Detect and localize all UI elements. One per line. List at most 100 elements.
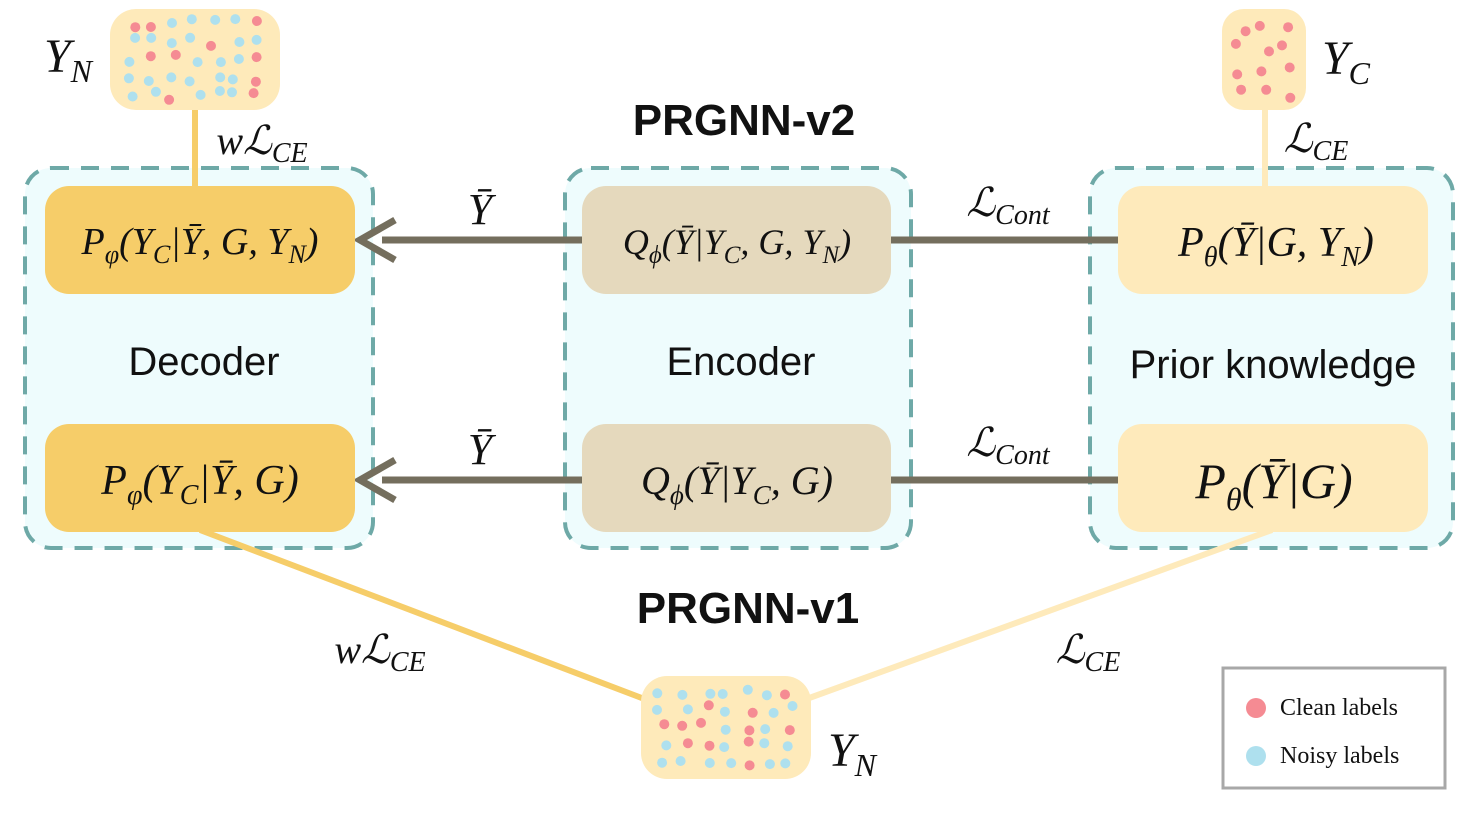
prior-node-v1 <box>1118 424 1428 532</box>
prior-node-v2 <box>1118 186 1428 294</box>
noisy-label-dot <box>652 688 663 699</box>
ybar-label-v2: Ȳ <box>468 185 497 234</box>
clean-label-dot <box>704 740 715 751</box>
lcont-label-v1: ℒCont <box>966 420 1050 471</box>
arrowhead-v2 <box>352 216 397 264</box>
noisy-label-dot <box>720 724 731 735</box>
noisy-label-dot <box>167 18 177 28</box>
noisy-label-dot <box>210 14 221 25</box>
clean-label-dot <box>251 16 262 26</box>
clean-label-dot <box>677 720 688 731</box>
noisy-label-dot <box>195 89 206 100</box>
noisy-label-dot <box>184 76 195 87</box>
noisy-label-dot <box>215 72 226 83</box>
noisy-labels-cloud-top <box>110 9 280 110</box>
yc-label-top: YC <box>1322 32 1371 91</box>
noisy-label-dot <box>251 34 262 45</box>
decoder-formula-v2: Pφ(YC|Ȳ, G, YN) <box>81 221 319 269</box>
noisy-label-dot <box>233 54 244 64</box>
noisy-label-dot <box>768 707 779 718</box>
yn-label-top: YN <box>44 30 94 89</box>
noisy-label-dot <box>657 757 668 768</box>
clean-label-dot <box>1256 66 1267 77</box>
noisy-label-dot <box>186 14 197 25</box>
clean-label-dot <box>145 51 156 62</box>
decoder-label: Decoder <box>128 340 279 384</box>
lce-label-top: ℒCE <box>1284 116 1349 167</box>
decoder-v1-wce-line <box>198 527 670 711</box>
noisy-label-dot <box>166 38 177 49</box>
lce-label-bottom: ℒCE <box>1056 627 1121 678</box>
clean-label-dot <box>1236 84 1247 95</box>
yn-label-bottom: YN <box>828 724 878 783</box>
decoder-node-v1 <box>45 424 355 532</box>
clean-label-dot <box>744 760 755 771</box>
noisy-label-dot <box>124 56 135 67</box>
encoder-node-v2 <box>582 186 891 294</box>
noisy-label-dot <box>742 684 753 695</box>
noisy-label-dot <box>705 688 716 699</box>
noisy-label-dot <box>130 32 141 43</box>
decoder-node-v2 <box>45 186 355 294</box>
noisy-label-dot <box>677 689 688 700</box>
noisy-label-dot <box>661 740 672 751</box>
prior-formula-v1: Pθ(Ȳ|G) <box>1194 453 1352 517</box>
lcont-label-v2: ℒCont <box>966 180 1050 231</box>
noisy-label-dot <box>764 759 775 770</box>
noisy-label-dot <box>759 738 770 749</box>
noisy-label-dot <box>146 32 157 43</box>
prior-v1-ce-line <box>788 527 1274 708</box>
encoder-label: Encoder <box>667 340 816 384</box>
noisy-label-dot <box>719 706 730 717</box>
encoder-node-v1 <box>582 424 891 532</box>
noisy-label-dot <box>227 74 238 85</box>
legend-noisy-dot <box>1246 746 1266 766</box>
clean-label-dot <box>1264 46 1274 57</box>
noisy-label-dot <box>230 14 241 25</box>
legend-clean-text: Clean labels <box>1280 695 1398 721</box>
clean-label-dot <box>1230 38 1241 49</box>
clean-label-dot <box>1285 92 1296 103</box>
clean-label-dot <box>170 49 181 60</box>
legend-noisy-text: Noisy labels <box>1280 743 1399 769</box>
clean-label-dot <box>1277 40 1287 51</box>
prgnn-v2-title: PRGNN-v2 <box>633 96 856 145</box>
noisy-label-dot <box>760 724 771 735</box>
noisy-label-dot <box>192 57 203 68</box>
clean-label-dot <box>250 76 261 87</box>
clean-label-dot <box>248 88 259 99</box>
clean-label-dot <box>130 22 141 33</box>
clean-label-dot <box>164 94 175 105</box>
wlce-label-bottom: wℒCE <box>334 627 425 678</box>
clean-label-dot <box>743 736 754 747</box>
clean-label-dot <box>659 719 670 730</box>
clean-label-dot <box>1284 62 1295 73</box>
prior-knowledge-label: Prior knowledge <box>1130 343 1417 387</box>
clean-label-dot <box>145 22 156 32</box>
noisy-label-dot <box>227 87 237 98</box>
clean-label-dot <box>251 52 262 63</box>
noisy-label-dot <box>761 690 772 701</box>
noisy-label-dot <box>682 704 693 715</box>
noisy-label-dot <box>782 741 793 752</box>
clean-labels-cloud-top <box>1222 9 1306 110</box>
clean-label-dot <box>703 700 714 711</box>
prgnn-v1-title: PRGNN-v1 <box>637 584 860 633</box>
noisy-label-dot <box>719 742 730 753</box>
noisy-label-dot <box>127 91 138 102</box>
noisy-label-dot <box>234 37 245 47</box>
noisy-labels-cloud-bottom <box>641 676 811 779</box>
decoder-formula-v1: Pφ(YC|Ȳ, G) <box>100 458 298 511</box>
clean-label-dot <box>696 717 706 728</box>
clean-label-dot <box>744 725 755 736</box>
prior-formula-v2: Pθ(Ȳ|G, YN) <box>1177 220 1374 273</box>
clean-label-dot <box>1254 20 1265 31</box>
noisy-label-dot <box>214 86 225 96</box>
noisy-label-dot <box>166 72 177 83</box>
wlce-label-top: wℒCE <box>216 118 307 169</box>
noisy-label-dot <box>185 32 196 43</box>
noisy-label-dot <box>652 704 662 715</box>
arrowhead-v1 <box>352 456 397 504</box>
clean-label-dot <box>682 738 693 749</box>
